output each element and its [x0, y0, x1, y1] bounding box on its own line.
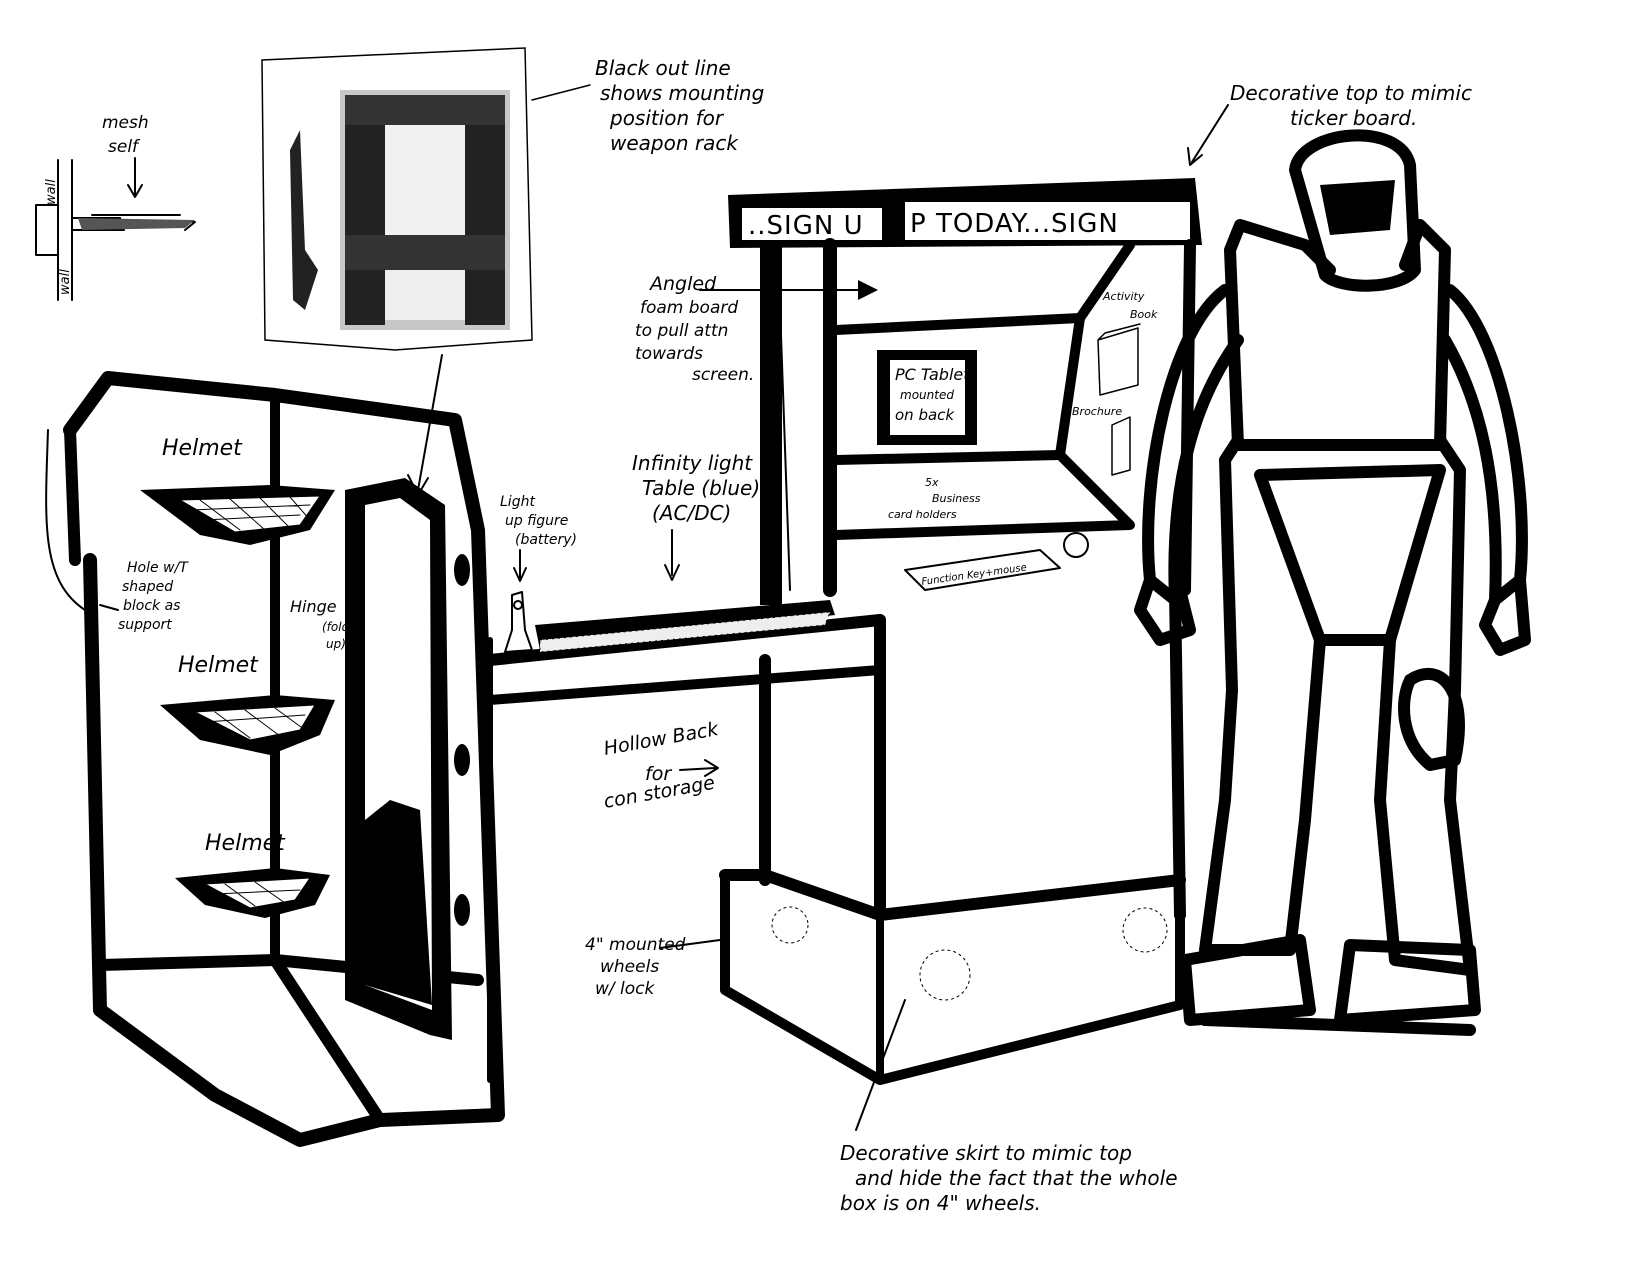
blackout-leader	[531, 84, 591, 101]
sign-right-text: P TODAY...SIGN	[910, 209, 1119, 239]
blackout-label: Black out line shows mounting position f…	[595, 56, 764, 155]
infinity-table-label: Infinity light Table (blue) (AC/DC)	[632, 451, 760, 581]
svg-text:support: support	[118, 617, 172, 633]
svg-text:(AC/DC): (AC/DC)	[652, 501, 731, 525]
helmet-cabinet	[45, 371, 505, 1147]
blackout-arrow	[407, 354, 443, 496]
light-up-figure	[504, 591, 533, 653]
mesh-shelf-3	[175, 868, 330, 918]
business-cards-label: 5x Business card holders	[888, 476, 981, 521]
svg-text:up figure: up figure	[505, 513, 568, 529]
decorative-top-label: Decorative top to mimic ticker board.	[1187, 81, 1472, 166]
mesh-shelf-2	[160, 695, 335, 755]
svg-text:w/ lock: w/ lock	[595, 979, 656, 999]
svg-text:Business: Business	[932, 492, 981, 505]
kiosk: ..SIGN U P TODAY...SIGN	[699, 178, 1202, 1085]
mesh-shelf-label-2: self	[108, 137, 141, 157]
sign-left-text: ..SIGN U	[748, 211, 864, 241]
svg-text:Book: Book	[1130, 308, 1158, 321]
pc-tablet	[877, 350, 977, 445]
svg-text:mounted: mounted	[900, 388, 954, 402]
svg-text:Angled: Angled	[648, 273, 717, 295]
mesh-shelf-detail: wall wall mesh self	[35, 113, 196, 301]
svg-text:card holders: card holders	[888, 508, 957, 521]
svg-text:Decorative skirt to mimic top: Decorative skirt to mimic top	[840, 1141, 1132, 1165]
svg-text:foam board: foam board	[640, 298, 738, 318]
wall-label-top: wall	[44, 179, 59, 205]
svg-text:weapon rack: weapon rack	[610, 131, 739, 155]
angled-foam-label: Angled foam board to pull attn towards s…	[635, 273, 754, 385]
svg-text:up): up)	[326, 637, 346, 651]
svg-text:block as: block as	[123, 598, 180, 614]
svg-text:4" mounted: 4" mounted	[585, 935, 686, 955]
svg-text:Infinity light: Infinity light	[632, 451, 753, 475]
svg-text:Black out line: Black out line	[595, 56, 731, 80]
hinge-label: Hinge (folds up)	[290, 597, 355, 651]
svg-text:box is on 4" wheels.: box is on 4" wheels.	[840, 1191, 1041, 1215]
weapon-rack-image	[261, 47, 533, 351]
svg-text:position for: position for	[609, 106, 725, 130]
hole-label: Hole w/T shaped block as support	[118, 560, 189, 633]
desk	[484, 591, 886, 1083]
svg-text:Decorative top to mimic: Decorative top to mimic	[1230, 81, 1472, 105]
activity-book-label: Activity Book	[1102, 290, 1158, 321]
svg-text:Hole w/T: Hole w/T	[127, 560, 189, 576]
svg-text:and hide the fact that the who: and hide the fact that the whole	[855, 1166, 1178, 1190]
wall-label-bottom: wall	[58, 269, 73, 295]
svg-text:5x: 5x	[925, 476, 939, 489]
svg-text:shows mounting: shows mounting	[600, 81, 764, 105]
mouse	[1063, 532, 1089, 558]
wheels-label: 4" mounted wheels w/ lock	[585, 935, 721, 999]
mesh-shelf-label-1: mesh	[102, 113, 149, 133]
light-figure-label: Light up figure (battery)	[500, 494, 577, 582]
svg-text:wheels: wheels	[600, 957, 659, 977]
svg-text:PC Tablet: PC Tablet	[895, 365, 970, 384]
svg-text:on back: on back	[895, 406, 955, 424]
svg-text:towards: towards	[635, 344, 703, 364]
keyboard	[904, 549, 1061, 591]
helmet-label-2: Helmet	[178, 653, 259, 678]
svg-text:to pull attn: to pull attn	[635, 321, 728, 341]
svg-text:shaped: shaped	[122, 579, 173, 595]
svg-text:(battery): (battery)	[515, 532, 577, 548]
pc-tablet-label: PC Tablet mounted on back	[895, 365, 970, 424]
mesh-shelf-1	[140, 485, 335, 545]
svg-text:Table (blue): Table (blue)	[642, 476, 760, 500]
hollow-back-label: Hollow Back for con storage	[602, 718, 721, 813]
svg-text:for: for	[645, 763, 672, 785]
svg-text:Activity: Activity	[1102, 290, 1145, 303]
helmet-label-3: Helmet	[205, 831, 286, 856]
brochure-label: Brochure	[1072, 405, 1122, 418]
activity-book	[1097, 323, 1141, 396]
svg-text:(folds: (folds	[322, 620, 355, 634]
armored-figure	[1134, 129, 1531, 1036]
skirt-label: Decorative skirt to mimic top and hide t…	[840, 999, 1178, 1215]
svg-text:ticker board.: ticker board.	[1290, 106, 1417, 130]
svg-text:Hollow Back: Hollow Back	[602, 718, 721, 760]
svg-text:Light: Light	[500, 494, 535, 510]
helmet-label-1: Helmet	[162, 436, 243, 461]
svg-text:screen.: screen.	[692, 365, 754, 385]
svg-text:Hinge: Hinge	[290, 597, 337, 616]
